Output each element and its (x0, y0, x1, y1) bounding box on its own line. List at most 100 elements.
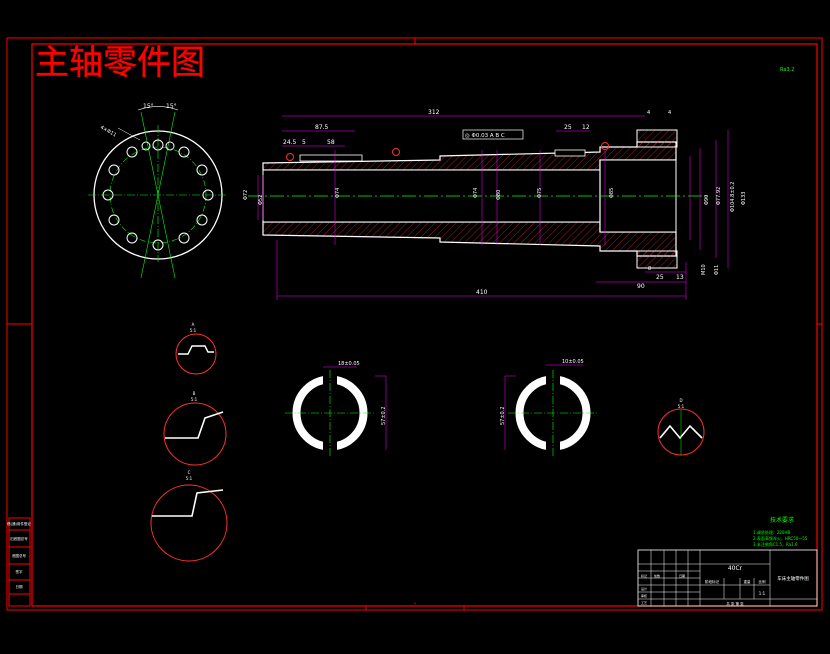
dim-90: 90 (637, 283, 645, 290)
title-block-material: 40Cr (728, 565, 743, 572)
svg-text:57±0.2: 57±0.2 (381, 406, 387, 425)
dim-5: 5 (302, 139, 306, 146)
bolt-hole-8 (126, 232, 138, 244)
bolt-hole-6 (178, 232, 190, 244)
bolt-hole-7 (152, 239, 164, 251)
svg-text:5:1: 5:1 (186, 476, 193, 481)
dim-312: 312 (428, 109, 440, 116)
bolt-hole-4 (202, 189, 214, 201)
inner-frame (31, 43, 818, 607)
technical-notes: 技术要求 1.调质处理：220HB 2.表面高频淬火，HRC50～55 3.未注… (753, 516, 808, 547)
bottom-ruler (365, 605, 465, 611)
dim-d90: Φ90 (704, 195, 710, 205)
dim-13: 13 (676, 274, 684, 281)
bolt-hole-1 (152, 139, 164, 151)
svg-text:D: D (679, 398, 682, 403)
svg-text:审核: 审核 (641, 593, 647, 598)
dim-d11: Φ11 (714, 265, 720, 275)
shaft-section-view: Φ72 Φ52 Φ74 Φ74 Φ80 Φ75 Φ85 Φ90 Φ77.92 Φ… (243, 109, 747, 300)
dim-d80: Φ80 (496, 190, 502, 200)
datum-marker-b (286, 153, 294, 161)
bolt-hole-11 (108, 164, 120, 176)
svg-text:C: C (188, 470, 191, 475)
svg-text:B: B (193, 391, 196, 396)
bolt-hole-10 (102, 189, 114, 201)
dim-4a: 4 (647, 110, 650, 116)
svg-text:5:1: 5:1 (678, 404, 685, 409)
flange-angle-line-r (140, 111, 176, 279)
bottom-ruler-mark: + (413, 601, 416, 606)
side-stamp-3: 底图总号 (12, 553, 26, 558)
side-stamp-5: 日期 (16, 584, 23, 589)
dim-d75: Φ75 (537, 188, 543, 198)
dim-12: 12 (582, 124, 590, 131)
side-stamp-4: 签字 (16, 569, 23, 574)
flange-angle-arc (137, 106, 179, 111)
svg-text:18±0.05: 18±0.05 (338, 361, 360, 367)
dim-d74b: Φ74 (473, 188, 479, 198)
flange-end-view: 15° 15° 4×Φ11 (88, 103, 228, 279)
svg-text:工艺: 工艺 (641, 600, 647, 605)
detail-view-d: D 5:1 (657, 398, 705, 456)
bolt-hole-13 (141, 141, 151, 151)
svg-text:设计: 设计 (641, 586, 647, 591)
side-stamp-column: 借(通)用件登记 旧底图总号 底图总号 签字 日期 (7, 517, 31, 607)
svg-text:A: A (192, 322, 195, 327)
svg-text:1.调质处理：220HB: 1.调质处理：220HB (753, 529, 790, 535)
title-block-scale-val: 1:1 (759, 591, 766, 596)
flange-hole-leader (117, 127, 141, 141)
dim-d52: Φ52 (258, 195, 264, 205)
detail-view-c: C 5:1 (150, 470, 228, 562)
title-block-sheet: 共 张 第 张 (726, 601, 744, 606)
svg-text:日期: 日期 (679, 573, 685, 578)
tolerance-frame (462, 129, 524, 140)
flange-angle-15a: 15° (143, 103, 154, 110)
drawing-title: 主轴零件图 (35, 43, 205, 83)
title-block-weight: 重量 (744, 579, 752, 584)
flange-angle-15b: 15° (166, 103, 177, 110)
keyway-section-2: 10±0.05 57±0.2 (500, 359, 598, 456)
dim-d77: Φ77.92 (716, 187, 722, 205)
dim-87-5: 87.5 (315, 124, 329, 131)
dim-d133: Φ133 (741, 192, 747, 205)
dim-m10: M10 (701, 264, 707, 275)
svg-text:5:1: 5:1 (190, 328, 197, 333)
title-block: 40Cr 车床主轴零件图 阶段标记 重量 比例 1:1 共 张 第 张 标记 处… (637, 549, 818, 607)
dim-d104: Φ104.8±0.2 (730, 182, 736, 212)
side-stamp-1: 借(通)用件登记 (7, 521, 31, 526)
keyway-upper-right (554, 149, 586, 157)
corner-roughness-mark: Ra3.2 (780, 67, 794, 73)
svg-text:技术要求: 技术要求 (770, 516, 794, 524)
dim-58: 58 (327, 139, 335, 146)
title-block-stage: 阶段标记 (705, 579, 719, 584)
svg-text:2.表面高频淬火，HRC50～55: 2.表面高频淬火，HRC50～55 (753, 535, 808, 541)
detail-view-a: A 5:1 (175, 322, 217, 375)
dim-d72: Φ72 (243, 190, 249, 200)
title-block-part-name: 车床主轴零件图 (777, 575, 809, 582)
outer-frame (6, 37, 823, 611)
flange-hole-callout: 4×Φ11 (99, 125, 117, 139)
keyway-section-1: 18±0.05 57±0.2 (285, 361, 387, 456)
bolt-hole-14 (165, 141, 175, 151)
bolt-hole-3 (196, 164, 208, 176)
keyway-top (299, 154, 363, 162)
svg-text:5:1: 5:1 (191, 397, 198, 402)
dim-410: 410 (476, 289, 488, 296)
dim-d74a: Φ74 (335, 188, 341, 198)
datum-marker-c (601, 142, 609, 150)
dim-25a: 25 (564, 124, 572, 131)
title-block-scale: 比例 (759, 579, 767, 584)
detail-view-b: B 5:1 (163, 391, 227, 466)
svg-text:57±0.2: 57±0.2 (500, 406, 506, 425)
svg-text:标记: 标记 (641, 573, 647, 578)
tolerance-text: ◎ Φ0.03 A B C (465, 133, 505, 139)
dim-25b: 25 (656, 274, 664, 281)
svg-text:处数: 处数 (654, 573, 660, 578)
datum-marker-a (392, 148, 400, 156)
dim-8: 8 (648, 266, 651, 272)
bolt-hole-12 (126, 146, 138, 158)
svg-text:3.未注倒角C1.5，Ra1.6: 3.未注倒角C1.5，Ra1.6 (753, 541, 798, 547)
side-stamp-2: 旧底图总号 (10, 536, 28, 541)
dim-d85: Φ85 (609, 188, 615, 198)
